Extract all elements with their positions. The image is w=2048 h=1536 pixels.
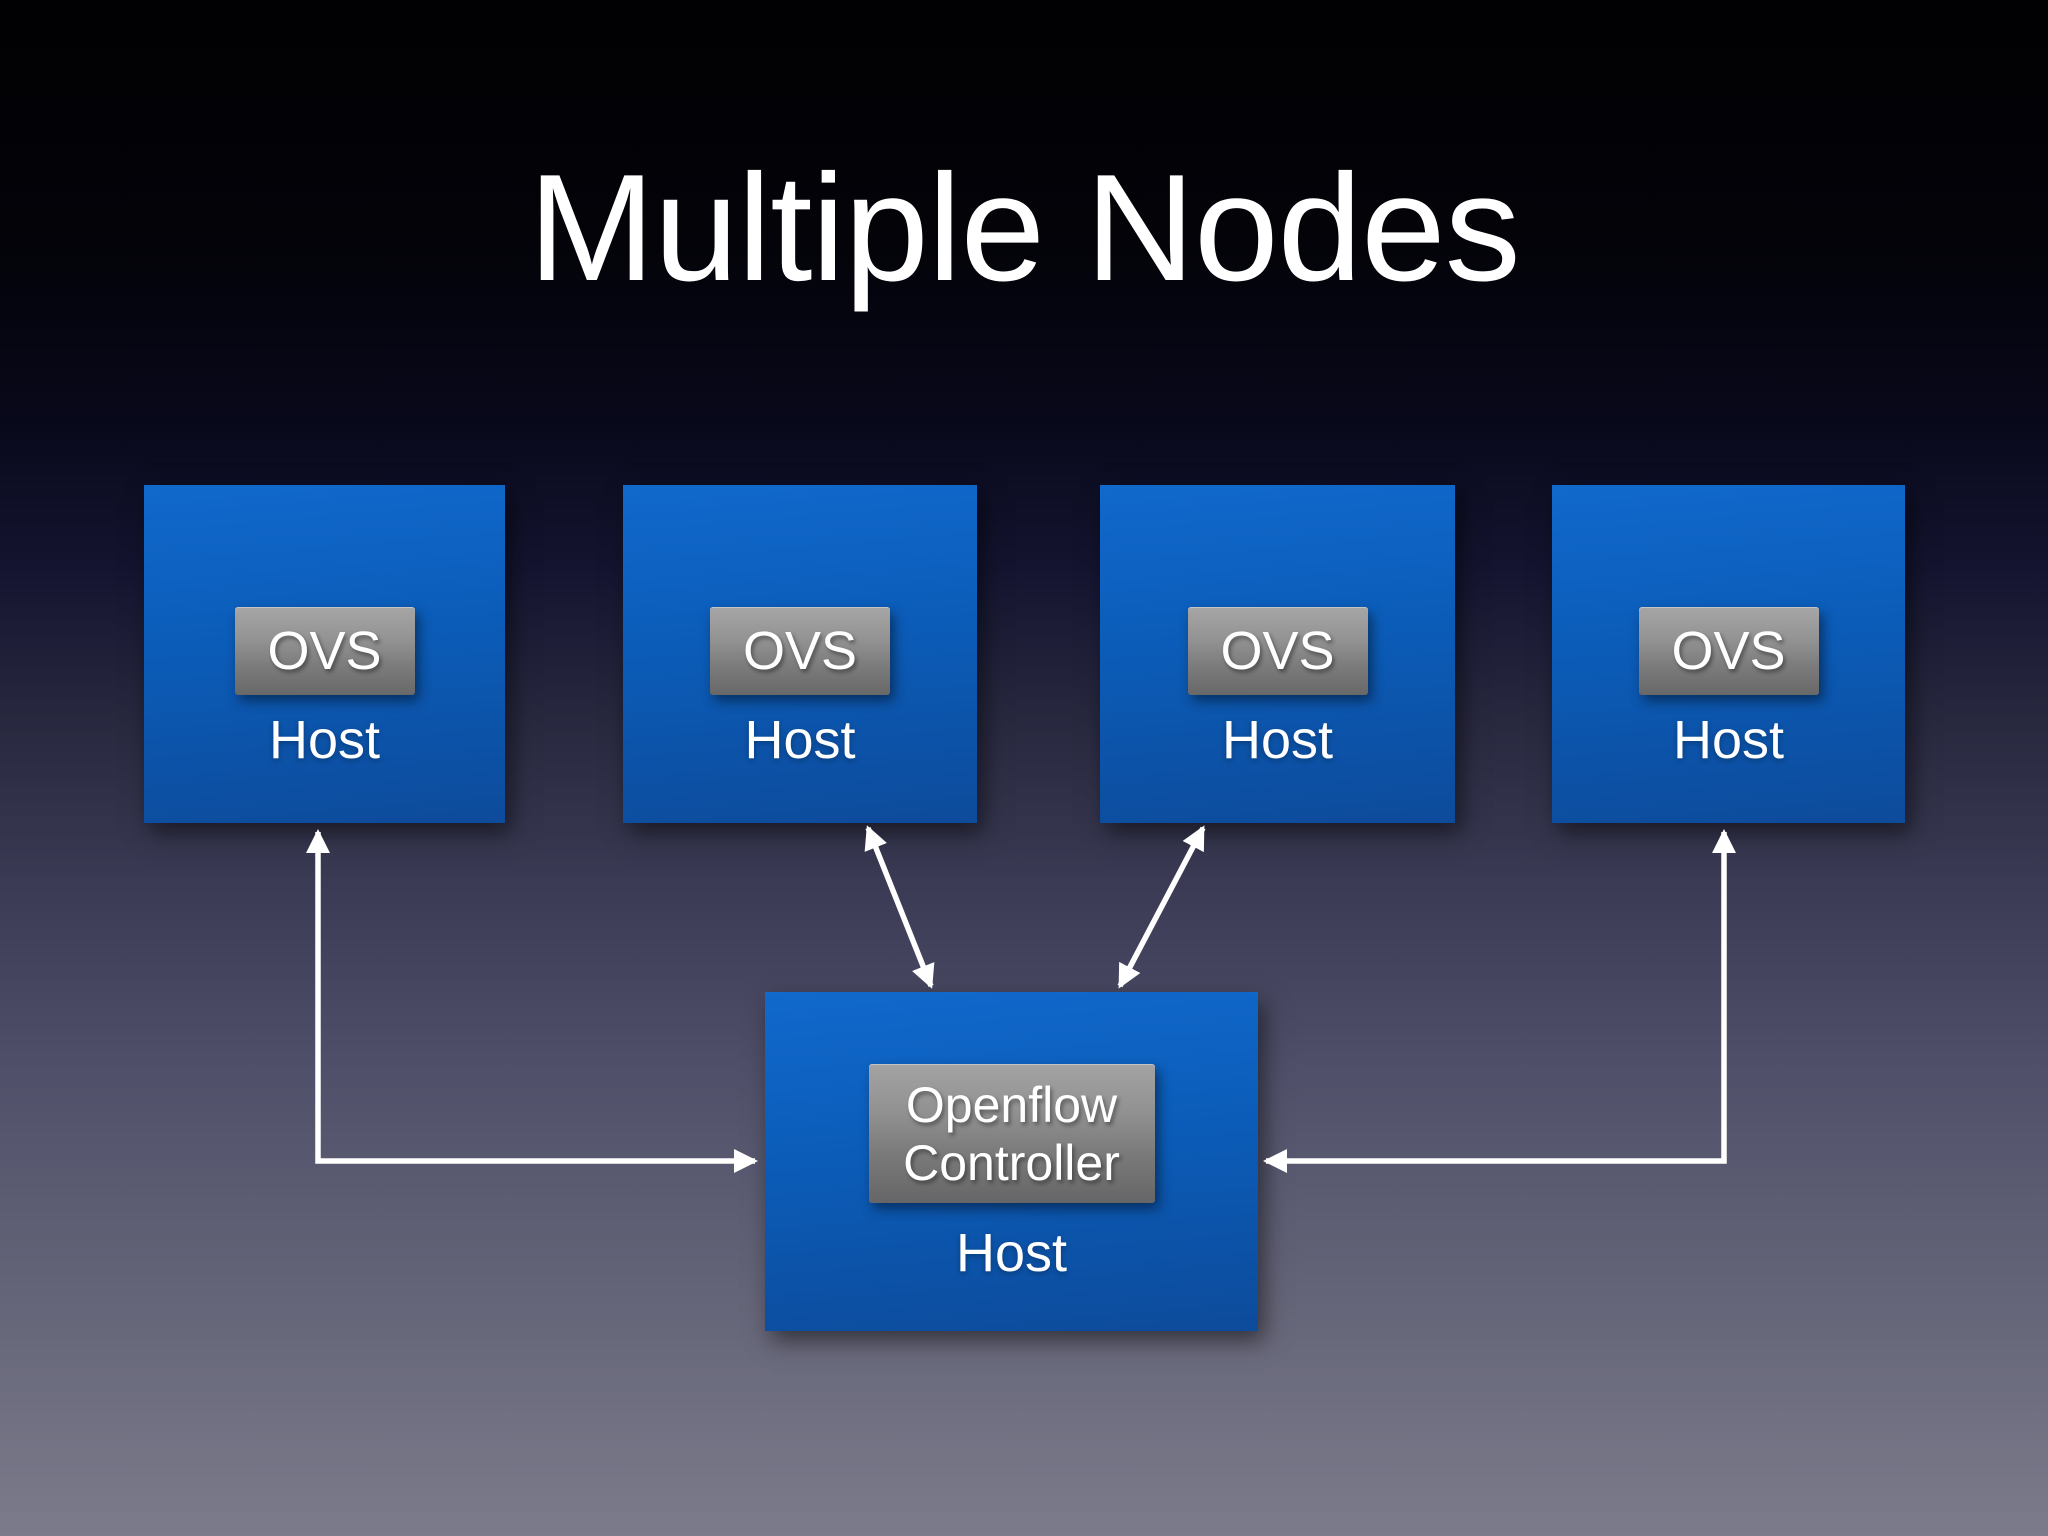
controller-node: Openflow Controller Host (765, 992, 1258, 1331)
ovs-switch-box-1: OVS (234, 607, 415, 695)
arrow-host1-controller (306, 829, 758, 1173)
host-label: Host (1672, 710, 1785, 770)
ovs-switch-box-2: OVS (710, 607, 890, 695)
arrow-host3-controller (1117, 825, 1206, 989)
ovs-label: OVS (1220, 621, 1335, 681)
host-label: Host (1221, 710, 1334, 770)
ovs-label: OVS (742, 621, 858, 681)
host-node-2: OVS Host (623, 485, 977, 823)
ovs-label: OVS (1671, 621, 1786, 681)
arrow-host2-controller (864, 825, 935, 989)
ovs-switch-box-3: OVS (1187, 607, 1368, 695)
slide-title: Multiple Nodes (528, 143, 1520, 313)
ovs-switch-box-4: OVS (1638, 607, 1819, 695)
host-label: Host (268, 710, 381, 770)
host-node-3: OVS Host (1100, 485, 1455, 823)
host-node-4: OVS Host (1552, 485, 1905, 823)
arrow-host4-controller (1263, 829, 1736, 1173)
host-node-1: OVS Host (144, 485, 505, 823)
ovs-label: OVS (267, 621, 382, 681)
host-label: Host (955, 1223, 1068, 1283)
controller-label-line2: Controller (903, 1134, 1120, 1191)
host-label: Host (744, 710, 856, 770)
openflow-controller-box: Openflow Controller (868, 1064, 1155, 1203)
controller-label-line1: Openflow (905, 1076, 1118, 1133)
